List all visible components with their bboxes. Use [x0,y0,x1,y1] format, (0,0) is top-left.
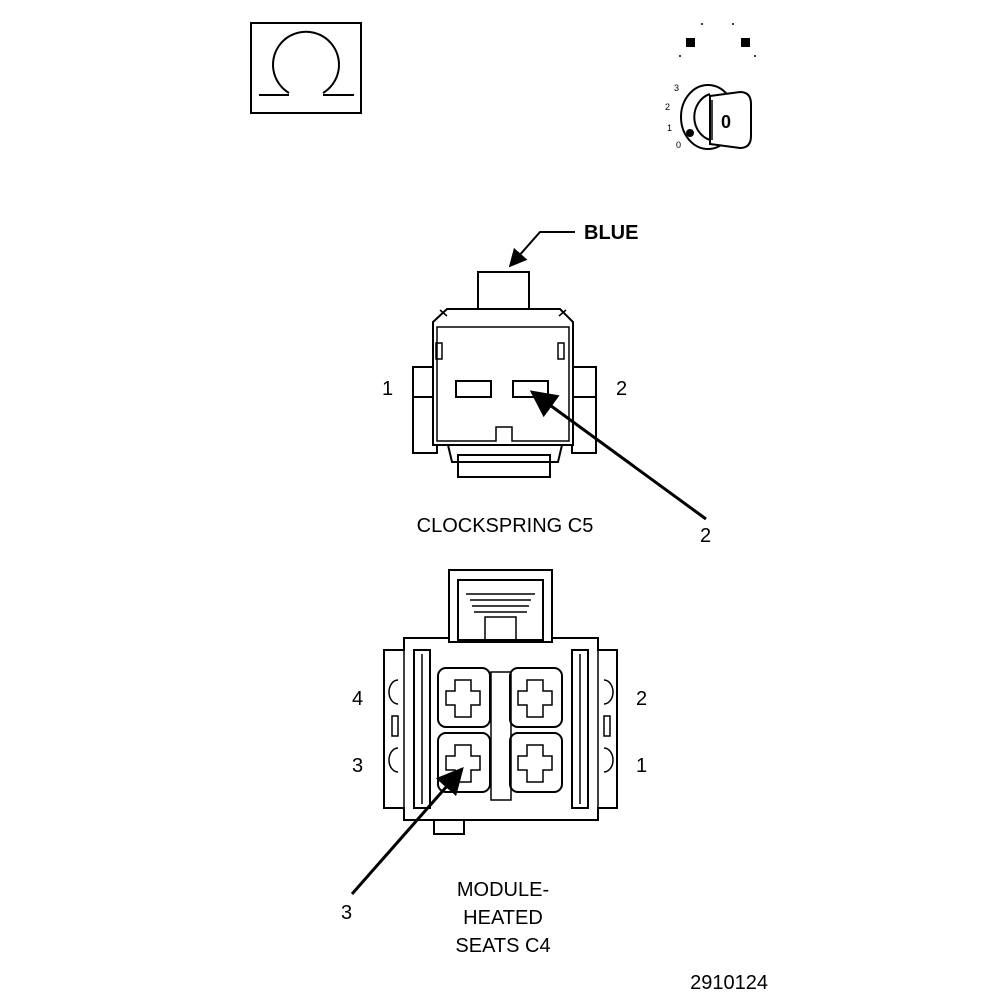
module-title-line-3: SEATS C4 [455,935,550,957]
module-callout-number: 3 [341,902,352,924]
module-cavity-3 [437,732,491,793]
module-pin-1-label: 1 [636,755,647,777]
wire-color-label: BLUE [584,222,638,244]
module-pin-3-label: 3 [352,755,363,777]
heated-seats-c4-connector [383,569,618,835]
ignition-position-0: 0 [676,140,681,150]
module-title-line-2: HEATED [463,907,543,929]
module-pin-2-label: 2 [636,688,647,710]
module-pin-4-label: 4 [352,688,363,710]
blue-wire-leader [508,231,575,268]
ignition-key-position: 0 [721,112,731,132]
ignition-status-dots [679,23,756,57]
clockspring-callout-number: 2 [700,525,711,547]
clockspring-cavity-1 [455,380,492,398]
module-callout-leader [350,766,464,895]
figure-id: 2910124 [690,972,768,994]
clockspring-pin-2-label: 2 [616,378,627,400]
ohm-symbol-icon [250,22,362,114]
module-cavity-1 [509,732,563,793]
clockspring-title: CLOCKSPRING C5 [417,515,594,537]
ignition-key-icon: 0 3 2 1 0 [665,23,756,150]
clockspring-callout-leader [529,390,707,521]
module-title-line-1: MODULE- [457,879,549,901]
ignition-position-1: 1 [667,123,672,133]
clockspring-c5-connector [412,271,597,478]
module-cavity-2 [509,667,563,728]
clockspring-pin-1-label: 1 [382,378,393,400]
module-cavity-4 [437,667,491,728]
ignition-position-3: 3 [674,83,679,93]
ignition-position-2: 2 [665,102,670,112]
